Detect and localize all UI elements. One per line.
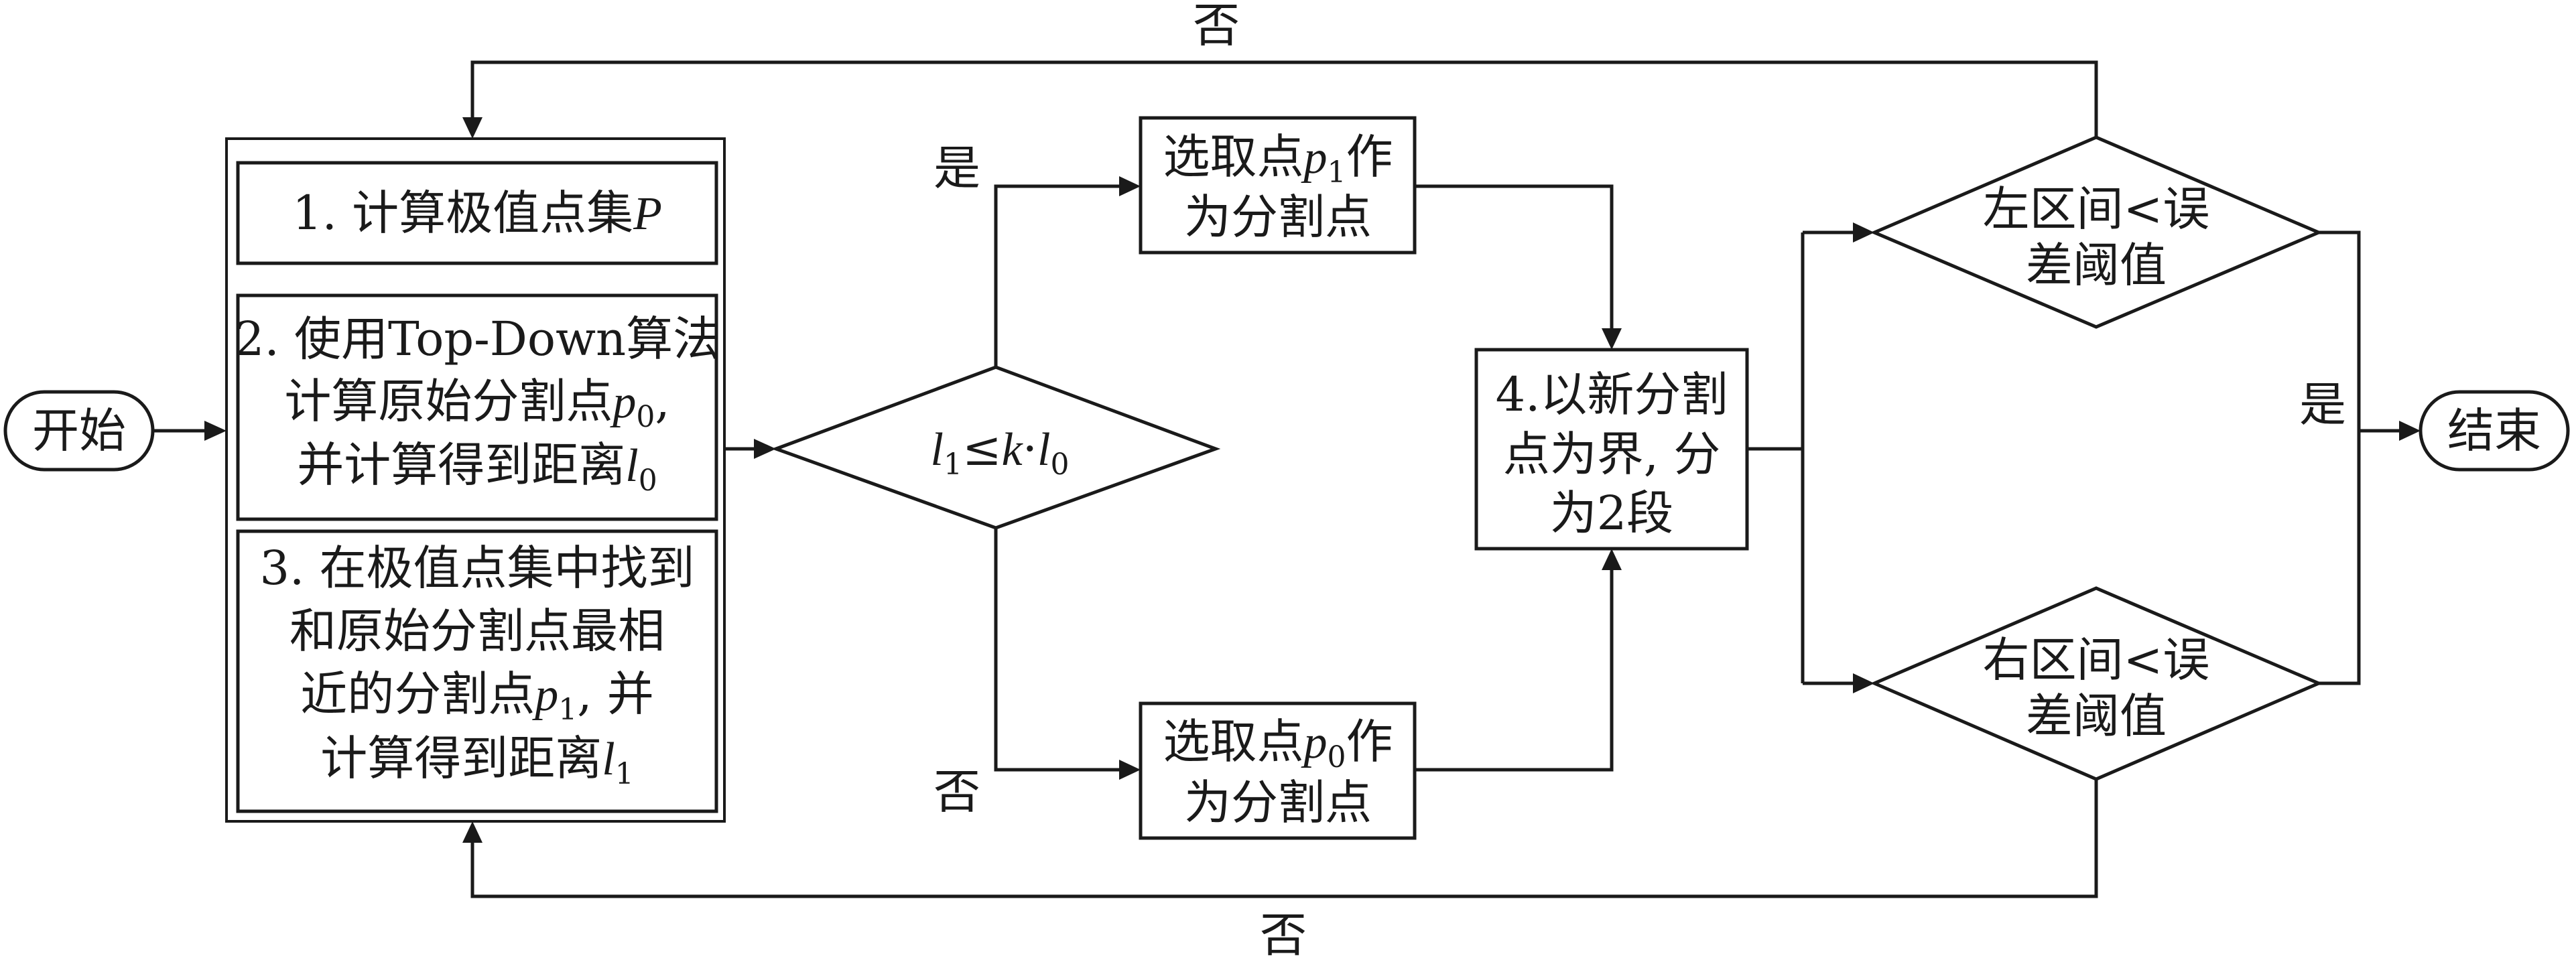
step2-box: 2. 使用Top-Down算法 计算原始分割点p0, 并计算得到距离l0	[235, 293, 720, 521]
step2-line2: 计算原始分割点p0,	[284, 374, 669, 434]
step3-box: 3. 在极值点集中找到 和原始分割点最相 近的分割点p1, 并 计算得到距离l1	[236, 529, 718, 813]
end-label: 结束	[2447, 403, 2541, 458]
right-check-line2: 差阈值	[2026, 689, 2167, 744]
right-check-diamond: 右区间<误 差阈值	[1870, 586, 2323, 781]
right-check-line1: 右区间<误	[1983, 632, 2210, 687]
step4-line1: 4.以新分割	[1496, 367, 1728, 422]
arrowhead	[1602, 549, 1622, 570]
step1-box: 1. 计算极值点集P	[236, 161, 718, 265]
edge-left-check-yes	[2319, 230, 2361, 685]
top-no-label: 否	[1193, 0, 1240, 53]
step4-line3: 为2段	[1550, 486, 1674, 541]
step4-line2: 点为界, 分	[1503, 427, 1721, 482]
select-p1-line2: 为分割点	[1184, 190, 1372, 245]
edge-p1-to-step4	[1415, 184, 1614, 328]
start-label: 开始	[32, 403, 126, 458]
arrowhead	[462, 821, 482, 843]
start-node: 开始	[3, 390, 155, 472]
connectors	[153, 60, 2421, 898]
edge-left-check-no	[470, 60, 2098, 137]
edge-p0-to-step4	[1415, 570, 1614, 772]
arrowhead	[462, 117, 482, 139]
select-p0-line2: 为分割点	[1184, 775, 1372, 830]
arrowhead	[1602, 328, 1622, 350]
edge-condition-no	[994, 528, 1119, 772]
arrowhead	[2399, 421, 2421, 441]
step3-line3: 近的分割点p1, 并	[300, 667, 654, 727]
arrowhead	[754, 439, 776, 459]
select-p0-line1: 选取点p0作	[1163, 714, 1393, 774]
arrowhead	[1119, 760, 1141, 780]
step4-box: 4.以新分割 点为界, 分 为2段	[1474, 348, 1749, 551]
end-node: 结束	[2419, 390, 2570, 472]
left-check-line2: 差阈值	[2026, 238, 2167, 293]
select-p1-line1: 选取点p1作	[1163, 129, 1393, 190]
arrowhead	[1853, 673, 1874, 693]
select-p1-box: 选取点p1作 为分割点	[1139, 116, 1417, 255]
step3-line2: 和原始分割点最相	[289, 604, 665, 659]
edge-right-check-no	[470, 779, 2098, 898]
condition-yes-label: 是	[933, 141, 980, 196]
left-check-line1: 左区间<误	[1983, 182, 2210, 236]
step1-text: 1. 计算极值点集P	[292, 186, 662, 240]
left-check-diamond: 左区间<误 差阈值	[1870, 135, 2323, 329]
select-p0-box: 选取点p0作 为分割点	[1139, 701, 1417, 840]
arrowhead	[1853, 222, 1874, 243]
edge-condition-yes	[994, 184, 1119, 367]
end-yes-label: 是	[2299, 377, 2346, 432]
step3-line4: 计算得到距离l1	[320, 731, 633, 791]
step3-line1: 3. 在极值点集中找到	[259, 541, 694, 596]
arrowhead	[204, 421, 227, 441]
bottom-no-label: 否	[1260, 908, 1307, 962]
step2-line3: 并计算得到距离l0	[297, 437, 657, 498]
step2-line1: 2. 使用Top-Down算法	[235, 312, 720, 366]
process-block: 1. 计算极值点集P 2. 使用Top-Down算法 计算原始分割点p0, 并计…	[225, 137, 726, 823]
condition-text: l1≤k·l0	[931, 421, 1070, 482]
condition-no-label: 否	[933, 764, 980, 819]
arrowhead	[1119, 176, 1141, 196]
condition-diamond: l1≤k·l0	[771, 365, 1221, 530]
